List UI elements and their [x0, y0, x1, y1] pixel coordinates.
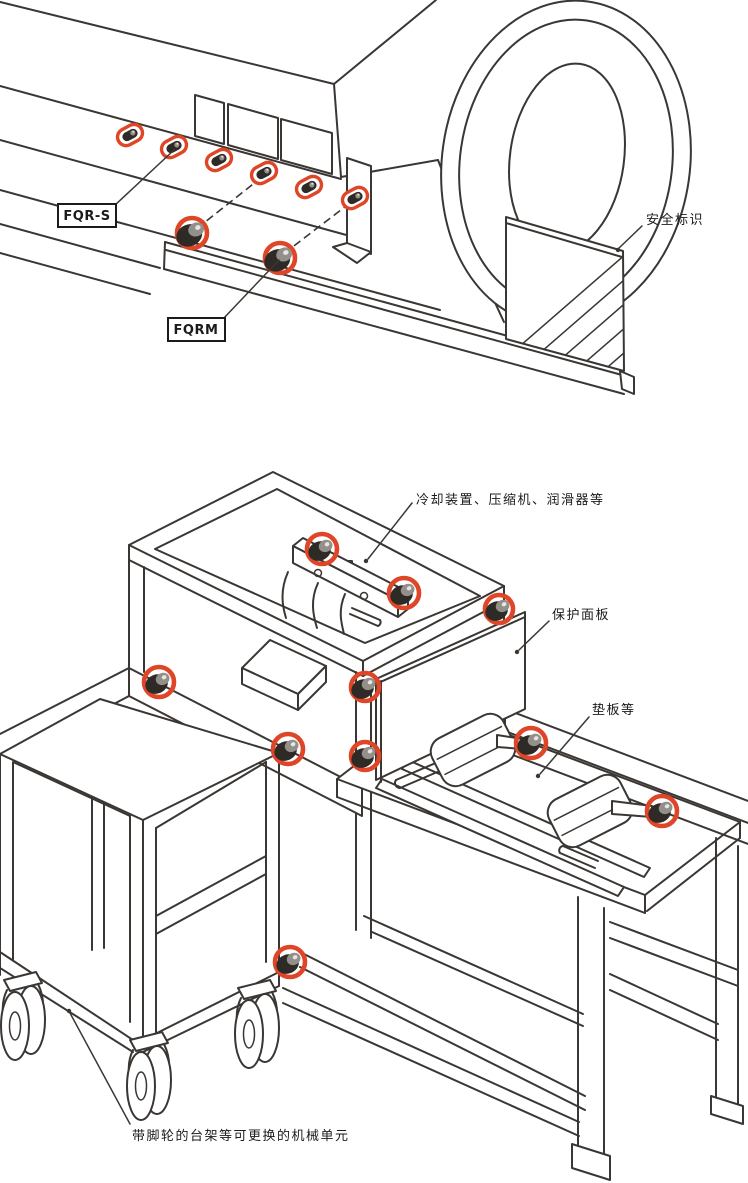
quick-release-fastener [291, 171, 327, 203]
fqrm-text: FQRM [174, 323, 219, 338]
label-backing-plate: 垫板等 [535, 702, 636, 779]
label-caster-stand: 带脚轮的台架等可更换的机械单元 [66, 1008, 350, 1143]
bench-foot [571, 1143, 611, 1181]
bench-foot [710, 1095, 744, 1125]
safety-sign-panel [505, 216, 635, 395]
unit-fasteners [141, 531, 680, 980]
quick-release-fastener [156, 131, 192, 163]
quick-release-fastener [201, 144, 237, 176]
caster-wheel [0, 971, 46, 1061]
drum [440, 0, 692, 327]
equipment-cover-prism [241, 639, 327, 711]
safety-sign-text: 安全标识 [646, 212, 704, 227]
quick-release-fastener-large [513, 725, 549, 761]
caster-wheel [126, 1031, 172, 1121]
quick-release-fastener-large [386, 575, 422, 611]
modular-units-figure: 冷却装置、压缩机、润滑器等 保护面板 垫板等 带脚轮的台架等可更换的机械单元 [0, 471, 748, 1181]
caster-cart [0, 698, 280, 1121]
hatch-stripes [506, 217, 624, 371]
quick-release-fastener-large [644, 793, 680, 829]
quick-release-fastener-large [270, 731, 306, 767]
label-fqr-s: FQR-S [57, 149, 175, 228]
label-cooling-unit: 冷却装置、压缩机、润滑器等 [363, 492, 605, 564]
protective-panel-text: 保护面板 [552, 607, 610, 622]
fqrm-box [167, 317, 226, 342]
backing-plate-text: 垫板等 [592, 702, 636, 717]
label-fqrm: FQRM [167, 259, 280, 342]
quick-release-fastener-large [260, 240, 298, 276]
machine-cylinder-units [429, 712, 653, 849]
assembly-axis-lines [199, 176, 351, 253]
quick-release-fastener-large [272, 944, 308, 980]
quick-release-fastener-large [172, 215, 210, 251]
caster-stand-text: 带脚轮的台架等可更换的机械单元 [132, 1128, 350, 1143]
end-bracket [332, 157, 372, 264]
cooling-unit-text: 冷却装置、压缩机、润滑器等 [416, 492, 605, 507]
backing-plate-bench [282, 705, 748, 1181]
quick-release-fastener [112, 119, 148, 151]
fqr-s-box [57, 203, 117, 228]
quick-release-fastener-large [141, 664, 177, 700]
quick-release-fastener-large [482, 592, 516, 626]
quick-release-fastener-large [304, 531, 340, 567]
label-safety-sign: 安全标识 [615, 212, 704, 253]
fqrm-fasteners [172, 215, 298, 276]
quick-release-fastener-large [348, 739, 382, 773]
inspection-windows [194, 94, 333, 175]
quick-release-fastener-large [348, 670, 382, 704]
bench-rail [375, 778, 625, 897]
cart-top [0, 698, 280, 821]
machine-overview-figure: FQR-S FQRM 安全标识 [0, 0, 704, 395]
caster-wheel [234, 979, 280, 1069]
fqr-s-text: FQR-S [63, 209, 110, 224]
label-protective-panel: 保护面板 [514, 607, 610, 655]
quick-release-fastener [246, 157, 282, 189]
